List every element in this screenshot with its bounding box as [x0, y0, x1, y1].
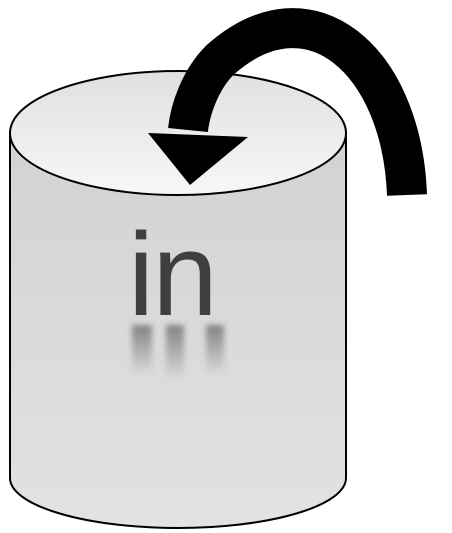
- label-drip-effect: [132, 325, 224, 380]
- cylinder-label: in: [128, 209, 216, 341]
